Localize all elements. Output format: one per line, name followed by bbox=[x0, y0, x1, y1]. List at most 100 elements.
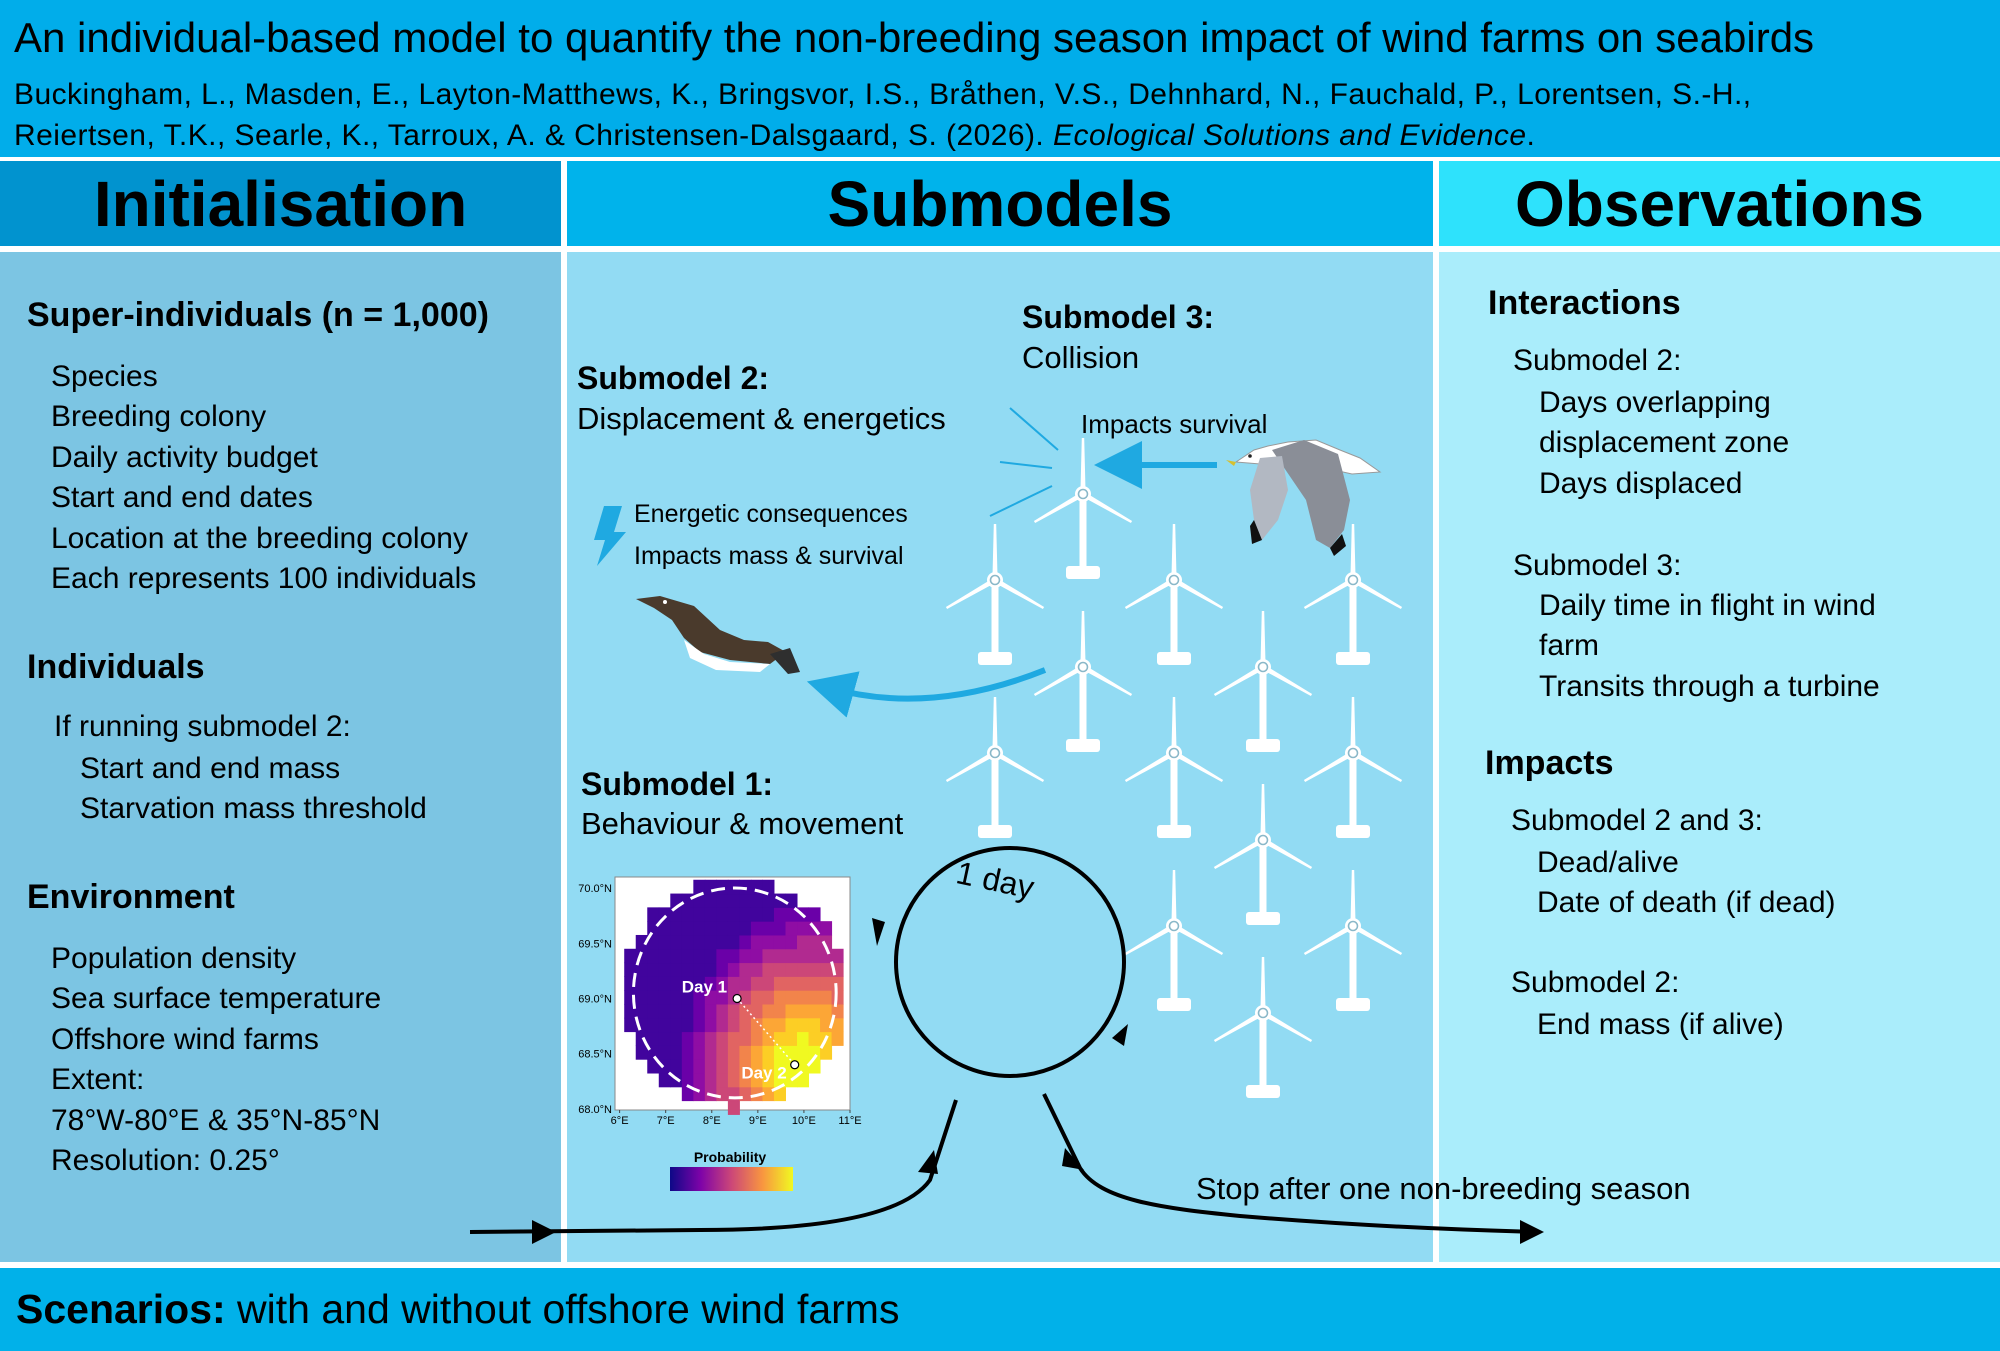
submodel-2-consequence: Energetic consequences bbox=[634, 500, 908, 528]
heatmap-cell bbox=[762, 948, 775, 964]
flow-arrowhead-icon bbox=[1520, 1220, 1544, 1244]
heatmap-cell bbox=[831, 948, 844, 964]
heatmap-cell bbox=[750, 1059, 763, 1074]
location-point bbox=[790, 1060, 800, 1070]
heatmap-cell bbox=[727, 1059, 740, 1074]
heatmap-cell bbox=[750, 1073, 763, 1088]
heatmap-cell bbox=[750, 934, 763, 950]
heatmap-cell bbox=[658, 1045, 671, 1060]
heatmap-cell bbox=[670, 990, 683, 1005]
heatmap-cell bbox=[739, 1059, 752, 1074]
observations-panel bbox=[1439, 252, 2000, 1262]
heatmap-cell bbox=[750, 907, 763, 922]
heatmap-cell bbox=[750, 1031, 763, 1046]
authors-line-2: Reiertsen, T.K., Searle, K., Tarroux, A.… bbox=[14, 115, 1989, 156]
scenarios-label: Scenarios: bbox=[16, 1286, 226, 1332]
heatmap-cell bbox=[808, 1017, 821, 1033]
heatmap-cell bbox=[808, 976, 821, 991]
heatmap-cell bbox=[739, 1045, 752, 1060]
heatmap-cell bbox=[785, 990, 798, 1005]
flow-arrowhead-icon bbox=[532, 1220, 556, 1244]
heatmap-cell bbox=[785, 907, 798, 922]
heatmap-cell bbox=[716, 1045, 729, 1060]
heatmap-cell bbox=[727, 1073, 740, 1088]
list-item: Breeding colony bbox=[51, 400, 267, 434]
list-item: Sea surface temperature bbox=[51, 982, 382, 1016]
heatmap-cell bbox=[704, 948, 717, 964]
heatmap-cell bbox=[681, 1003, 694, 1019]
heatmap-cell bbox=[739, 990, 752, 1005]
interactions-submodel-2-list: Days overlapping displacement zone Days … bbox=[1539, 383, 1789, 504]
location-point bbox=[732, 993, 742, 1004]
heatmap-cell bbox=[704, 934, 717, 950]
heatmap-cell bbox=[670, 948, 683, 964]
heatmap-cell bbox=[808, 1031, 821, 1046]
heatmap-cell bbox=[716, 976, 729, 991]
heatmap-cell bbox=[647, 1003, 660, 1019]
wind-turbine-icon bbox=[944, 523, 1046, 666]
heatmap-cell bbox=[773, 934, 786, 950]
colorbar bbox=[670, 1167, 793, 1191]
heatmap-cell bbox=[820, 1003, 833, 1019]
list-item: 78°W-80°E & 35°N-85°N bbox=[51, 1103, 381, 1137]
cycle-arrowhead-icon bbox=[1112, 1024, 1128, 1046]
heatmap-cell bbox=[693, 1073, 706, 1088]
heatmap-cell bbox=[785, 1017, 798, 1033]
list-item: Daily time in flight in wind bbox=[1539, 589, 1876, 622]
heatmap-cell bbox=[635, 962, 648, 977]
heatmap-cell bbox=[658, 976, 671, 991]
x-tick-label: 11°E bbox=[838, 1115, 861, 1127]
heatmap-cell bbox=[670, 1017, 683, 1033]
heatmap-cell bbox=[739, 962, 752, 977]
flow-out-line bbox=[1042, 1093, 1541, 1234]
heatmap-cell bbox=[773, 962, 786, 977]
displacement-arrow bbox=[806, 667, 1047, 718]
heatmap-cell bbox=[797, 921, 810, 936]
heatmap-cell bbox=[797, 1045, 810, 1060]
heatmap-cell bbox=[762, 879, 775, 895]
heatmap-cell bbox=[693, 1017, 706, 1033]
heatmap-cell bbox=[693, 990, 706, 1005]
list-item: displacement zone bbox=[1539, 426, 1790, 460]
heatmap-cell bbox=[739, 893, 752, 908]
individuals-condition: If running submodel 2: bbox=[54, 710, 351, 743]
x-tick-label: 8°E bbox=[703, 1115, 721, 1127]
scenarios-text: Scenarios: with and without offshore win… bbox=[16, 1286, 899, 1333]
heatmap-cell bbox=[670, 976, 683, 991]
heatmap-cell bbox=[670, 921, 683, 936]
lightning-icon bbox=[594, 506, 626, 566]
heatmap-cell bbox=[762, 1073, 775, 1088]
heatmap-cell bbox=[808, 990, 821, 1005]
wind-turbine-icon bbox=[1302, 523, 1404, 666]
heatmap-cell bbox=[797, 1017, 810, 1033]
y-tick-label: 68.0°N bbox=[578, 1104, 612, 1116]
heatmap-cell bbox=[797, 1003, 810, 1019]
heatmap-cell bbox=[762, 1031, 775, 1046]
heatmap-cell bbox=[681, 921, 694, 936]
flow-arrowhead-icon bbox=[918, 1150, 938, 1174]
heatmap-cell bbox=[704, 962, 717, 977]
heatmap-cell bbox=[762, 962, 775, 977]
heatmap-cell bbox=[762, 921, 775, 936]
wind-turbine-icon bbox=[1212, 956, 1314, 1099]
heatmap-cell bbox=[658, 990, 671, 1005]
heatmap-cell bbox=[739, 907, 752, 922]
heatmap-cell bbox=[773, 921, 786, 936]
heatmap-cell bbox=[693, 948, 706, 964]
heatmap-cell bbox=[797, 934, 810, 950]
journal-name: Ecological Solutions and Evidence bbox=[1053, 119, 1527, 152]
journal-end: . bbox=[1526, 119, 1536, 152]
heatmap-cell bbox=[681, 1073, 694, 1088]
submodel-3-impact: Impacts survival bbox=[1081, 409, 1268, 439]
heatmap-cell bbox=[773, 1045, 786, 1060]
submodel-2-title: Submodel 2: bbox=[577, 360, 770, 396]
submodel-3-title: Submodel 3: bbox=[1022, 299, 1215, 335]
heatmap-cell bbox=[681, 976, 694, 991]
header-banner bbox=[0, 0, 2000, 157]
heatmap-cell bbox=[681, 893, 694, 908]
heatmap-cell bbox=[762, 990, 775, 1005]
heatmap-cell bbox=[635, 934, 648, 950]
heatmap-cell bbox=[693, 1031, 706, 1046]
heatmap-cell bbox=[750, 921, 763, 936]
heatmap-cell bbox=[831, 1017, 844, 1033]
